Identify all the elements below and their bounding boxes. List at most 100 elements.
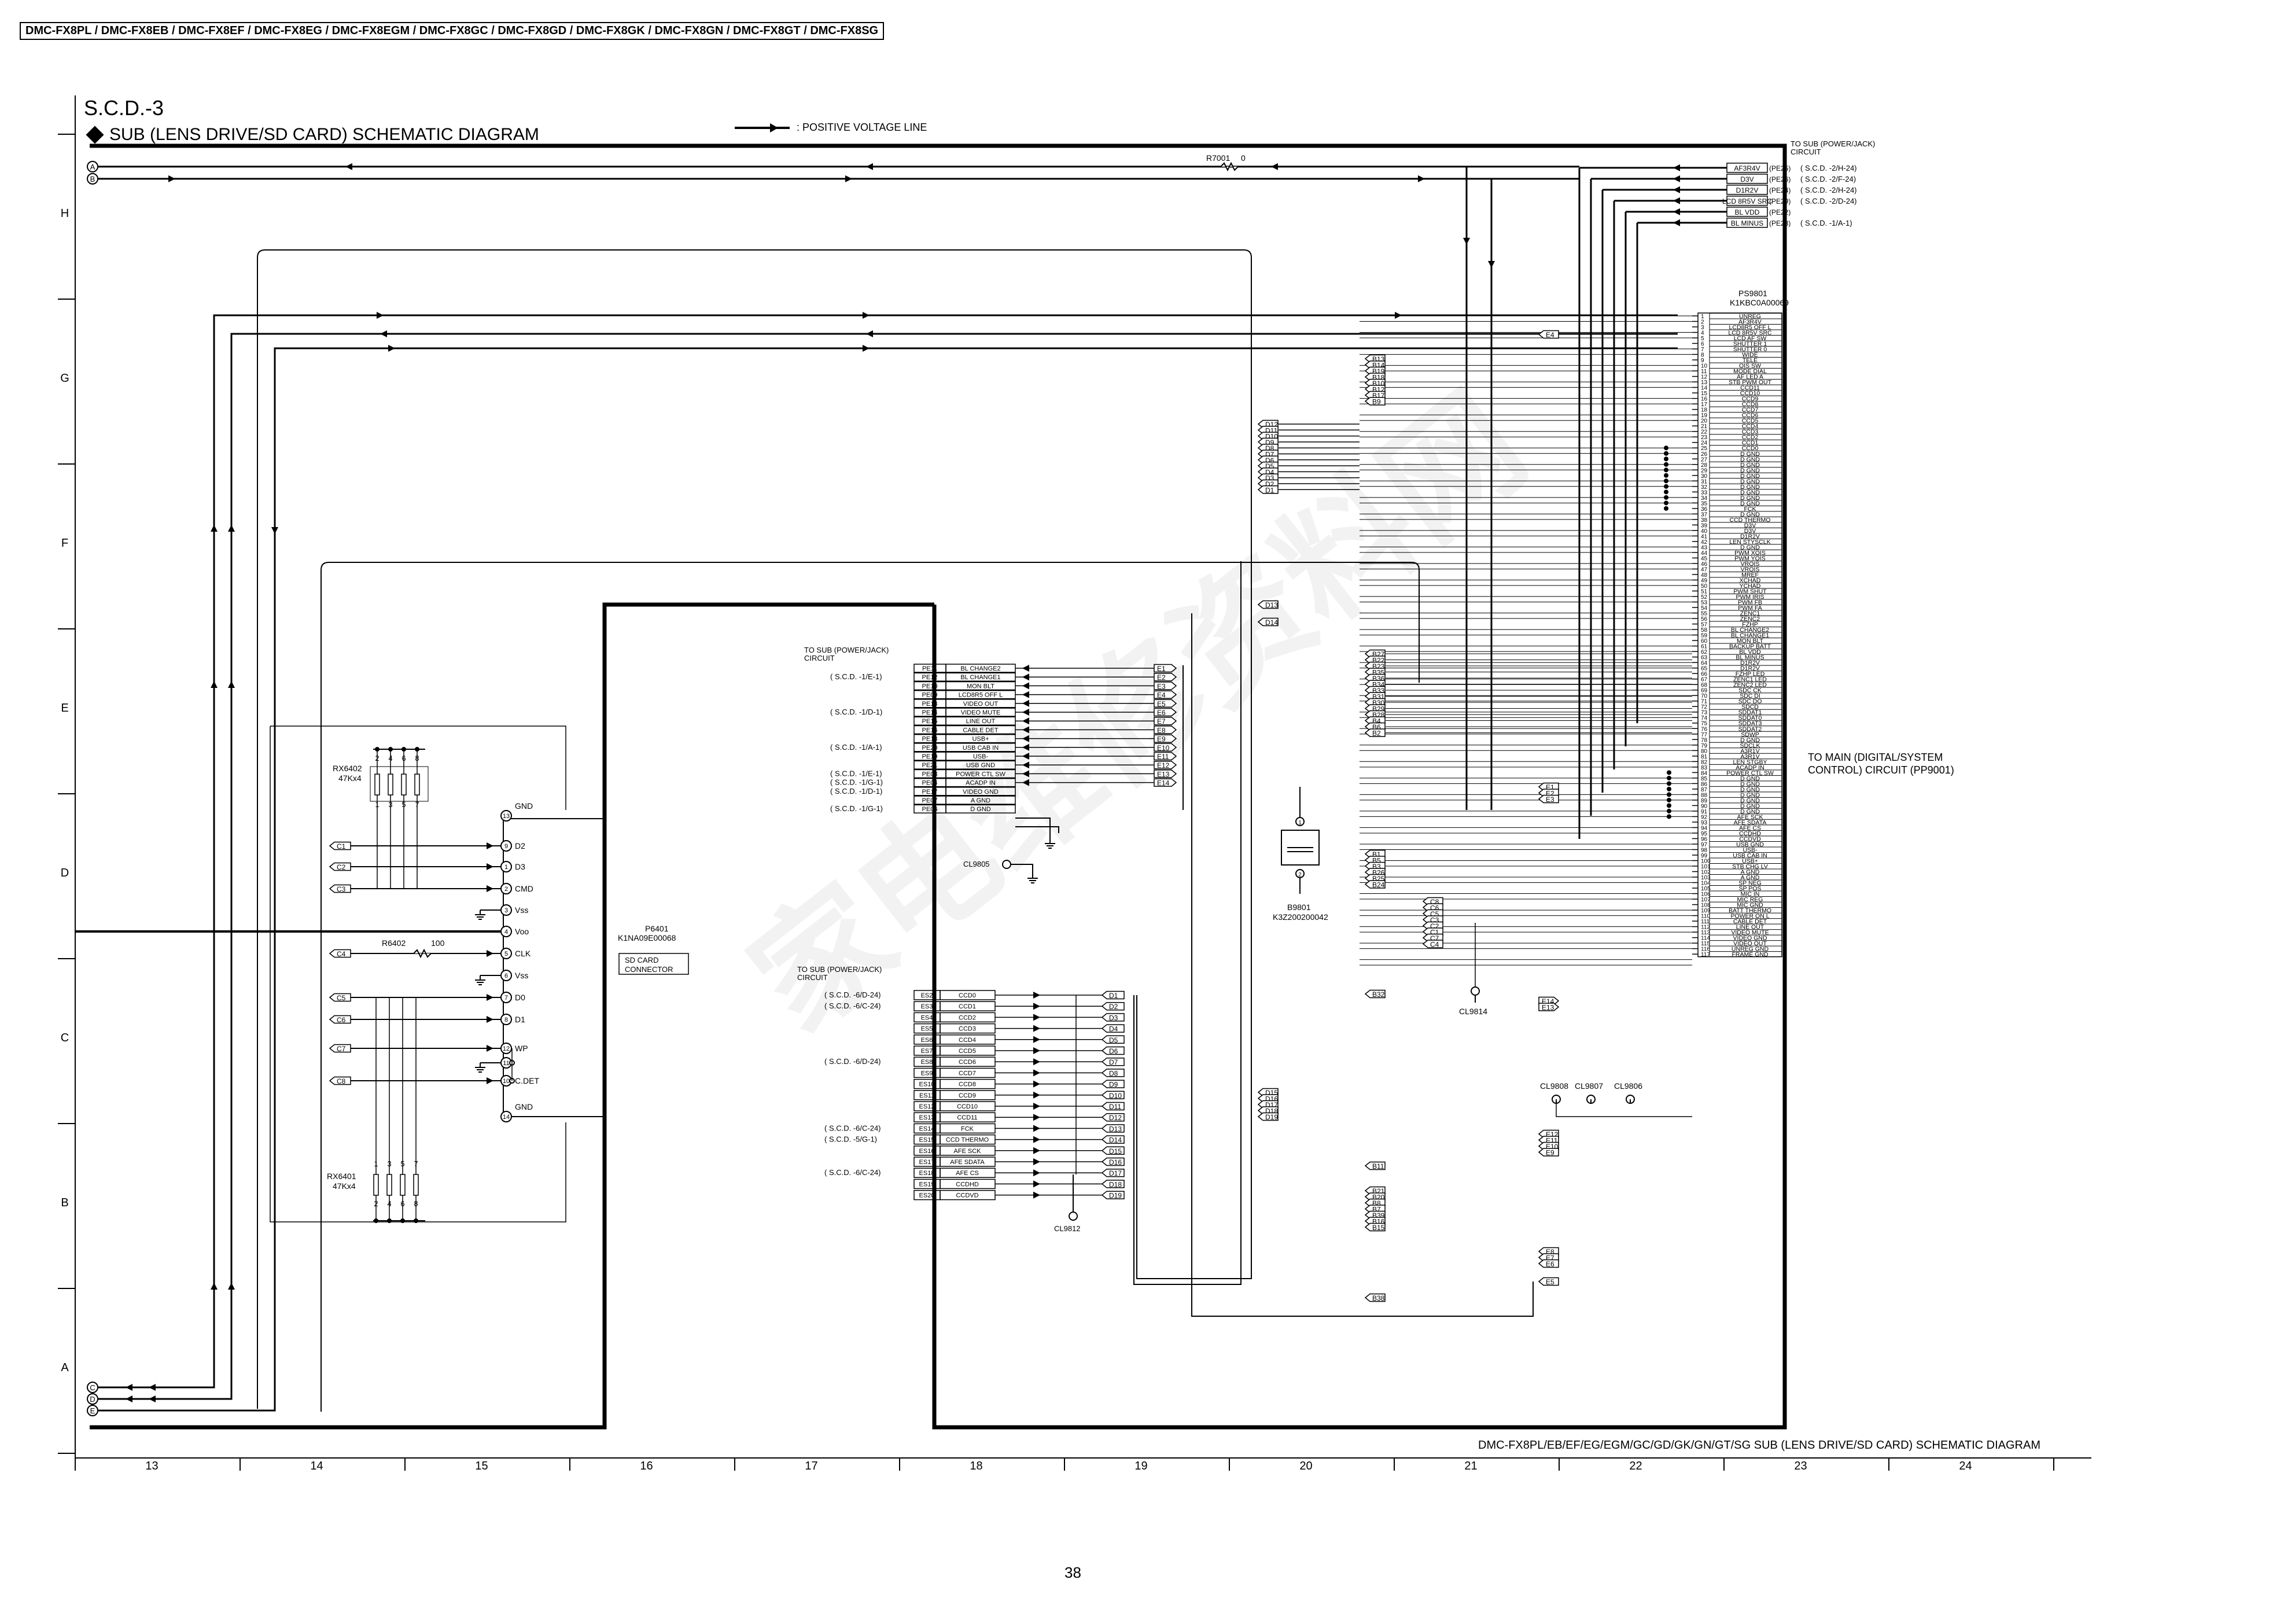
ps9801-pin-name: CCD7 [1742, 407, 1759, 414]
ps9801-pin-name: CCD9 [1742, 396, 1759, 403]
arrow-left-icon [149, 1395, 156, 1402]
net-tag-d19 [1101, 1191, 1125, 1199]
off-page-connector-label: B [90, 175, 95, 183]
ps9801-pin-number: 26 [1701, 451, 1708, 458]
arrow-left-icon [1022, 717, 1029, 725]
sd-pin-name: D1 [515, 1015, 525, 1024]
ps9801-pin-name: CCD10 [1740, 390, 1760, 397]
es-name: CCDVD [956, 1192, 978, 1199]
ps9801-pin-name: FZHP LED [1736, 671, 1765, 677]
arrow-left-icon [1673, 208, 1680, 215]
gnd-route [270, 726, 566, 810]
ps9801-pin-number: 21 [1701, 424, 1708, 430]
junction-dot [1664, 451, 1668, 456]
sd-pin-number: 6 [504, 973, 508, 979]
ps9801-pin-number: 57 [1701, 622, 1708, 628]
ps9801-pin-name: BL CHANGE1 [1731, 632, 1769, 639]
to-sub-title: TO SUB (POWER/JACK) [804, 646, 889, 654]
ps9801-pin-number: 17 [1701, 402, 1708, 408]
ps9801-pin-name: D GND [1740, 462, 1760, 469]
arrow-left-icon [1022, 761, 1029, 769]
ps9801-pin-number: 38 [1701, 517, 1708, 524]
pe-name: USB+ [972, 736, 989, 743]
ps9801-pin-number: 8 [1701, 352, 1704, 359]
net-tag-label: C5 [337, 994, 346, 1002]
net-tag-label: D1 [1109, 992, 1118, 1000]
net-tag-label: C3 [337, 885, 346, 893]
ps9801-pin-name: AF3R4V [1738, 319, 1762, 326]
junction-dot [1664, 445, 1668, 451]
arrow-left-icon [380, 330, 387, 337]
pe-name: LINE OUT [966, 718, 996, 725]
rx6401-value: 47Kx4 [333, 1181, 356, 1191]
ps9801-pin-number: 101 [1701, 864, 1711, 870]
ps9801-pin-number: 36 [1701, 506, 1708, 513]
pe-name: A GND [971, 797, 990, 804]
ps9801-pin-name: VIDEO MUTE [1731, 929, 1769, 936]
column-marker: 21 [1464, 1460, 1477, 1472]
rx6401-top-pin: 5 [400, 1159, 404, 1168]
net-tag-d7 [1101, 1057, 1125, 1066]
signal-pin: (PE24) [1769, 186, 1791, 194]
es-pin: ES3 [921, 1003, 933, 1010]
ps9801-pin-number: 24 [1701, 440, 1708, 447]
rx6401-element [373, 1174, 379, 1196]
net-tag-e11 [1154, 752, 1177, 761]
rx6402-value: 47Kx4 [338, 774, 362, 783]
pe-pin: PE10 [922, 683, 938, 690]
ps9801-pin-name: ACADP IN [1736, 764, 1764, 771]
sd-pin-name: GND [515, 801, 533, 811]
rx6402-bottom-pin: 7 [415, 800, 419, 809]
testpoint-cl9812 [1069, 1211, 1078, 1221]
row-marker: A [61, 1361, 69, 1374]
arrow-right-icon [487, 1077, 493, 1084]
net-tag-e13 [1154, 769, 1177, 778]
ps9801-pin-number: 2 [1701, 319, 1704, 326]
net-tag-label: D9 [1109, 1081, 1118, 1089]
ps9801-pin-number: 87 [1701, 787, 1708, 793]
net-tag-label: C4 [1430, 941, 1439, 949]
ps9801-pin-name: CCD11 [1740, 385, 1760, 392]
ps9801-pin-name: CCD THERMO [1730, 517, 1771, 524]
ps9801-pin-name: AFE CS [1739, 824, 1761, 831]
row-marker: D [61, 867, 69, 879]
ps9801-pin-number: 50 [1701, 583, 1708, 590]
junction-dot [1667, 808, 1671, 813]
column-marker: 19 [1134, 1460, 1147, 1472]
rx6401-top-pin: 3 [387, 1159, 391, 1168]
sd-pin-number: 8 [504, 1017, 508, 1023]
signal-ref: ( S.C.D. -1/A-1) [1800, 219, 1852, 227]
sd-pin-13 [500, 810, 512, 822]
ps9801-pin-number: 81 [1701, 754, 1708, 760]
pe-pin: PE16 [922, 727, 938, 734]
net-tag-label: D5 [1109, 1036, 1118, 1044]
ps9801-pin-name: CABLE DET [1733, 918, 1767, 925]
sd-pin-number: 2 [504, 886, 508, 893]
ps9801-pin-number: 95 [1701, 831, 1708, 837]
sd-pin-number: 13 [503, 813, 510, 820]
sd-pin-number: 3 [504, 907, 508, 914]
es-name: CCD6 [959, 1059, 976, 1066]
arrow-down-icon [1488, 261, 1495, 268]
pe-pin: PE07 [922, 797, 938, 804]
pe-ref: ( S.C.D. -1/E-1) [830, 769, 882, 778]
net-tag-d10 [1101, 1091, 1125, 1100]
net-tag-b38 [1364, 1293, 1386, 1302]
es-name: CCD0 [959, 992, 976, 999]
ps9801-pin-number: 97 [1701, 842, 1708, 848]
net-tag-e1 [1154, 664, 1177, 673]
pe-name: USB GND [966, 762, 995, 769]
pe-name: USB CAB IN [963, 745, 999, 752]
inner-route [321, 562, 1420, 1412]
ps9801-pin-number: 40 [1701, 528, 1708, 535]
ps9801-pin-name: D GND [1740, 451, 1760, 458]
ps9801-pin-number: 14 [1701, 385, 1708, 392]
arrow-left-icon [1022, 673, 1029, 681]
arrow-right-icon [863, 312, 870, 319]
ps9801-pin-number: 72 [1701, 704, 1708, 710]
junction-dot [1667, 792, 1671, 797]
ps9801-pin-number: 7 [1701, 347, 1704, 353]
es-name: CCD5 [959, 1048, 976, 1055]
pe-name: VIDEO OUT [963, 701, 999, 708]
arrow-left-icon [1022, 743, 1029, 751]
